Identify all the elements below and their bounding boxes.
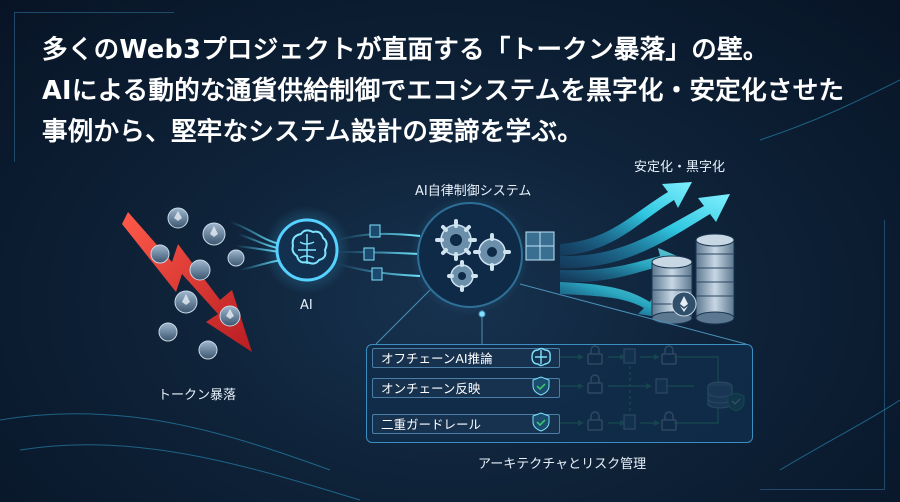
light-streaks — [0, 79, 900, 501]
control-system-label: AI自律制御システム — [415, 184, 532, 199]
frame-line-top-left — [14, 12, 174, 13]
brain-icon — [291, 229, 328, 265]
headline-line-1: 多くのWeb3プロジェクトが直面する「トークン暴落」の壁。 — [42, 35, 769, 65]
control-system-node — [410, 195, 555, 315]
architecture-label: アーキテクチャとリスク管理 — [478, 457, 647, 472]
crash-label: トークン暴落 — [158, 388, 237, 403]
connector-lines — [375, 283, 747, 345]
arch-row-guardrail: 二重ガードレール — [372, 414, 560, 434]
growth-arrows-icon — [560, 182, 730, 318]
headline-line-2: AIによる動的な通貨供給制御でエコシステムを黒字化・安定化させた — [42, 76, 845, 106]
arch-row-label: オフチェーンAI推論 — [381, 351, 493, 366]
frame-line-bottom-right — [760, 489, 885, 490]
crash-arrow-icon — [122, 212, 252, 352]
arch-row-label: 二重ガードレール — [381, 417, 482, 432]
coin-stack-icon — [651, 233, 735, 325]
arch-row-label: オンチェーン反映 — [381, 381, 481, 396]
frame-line-left — [14, 12, 15, 162]
headline: 多くのWeb3プロジェクトが直面する「トークン暴落」の壁。 AIによる動的な通貨… — [42, 30, 844, 153]
arch-row-onchain: オンチェーン反映 — [372, 378, 560, 398]
ai-brain-node — [263, 206, 351, 294]
data-block-icon — [525, 231, 555, 261]
frame-line-right — [884, 220, 885, 490]
stabilize-label: 安定化・黒字化 — [634, 160, 726, 175]
arch-row-offchain: オフチェーンAI推論 — [372, 348, 560, 368]
headline-line-3: 事例から、堅牢なシステム設計の要諦を学ぶ。 — [42, 117, 584, 147]
document-icon — [363, 224, 383, 281]
crash-section — [122, 207, 252, 360]
ai-label: AI — [300, 298, 313, 313]
